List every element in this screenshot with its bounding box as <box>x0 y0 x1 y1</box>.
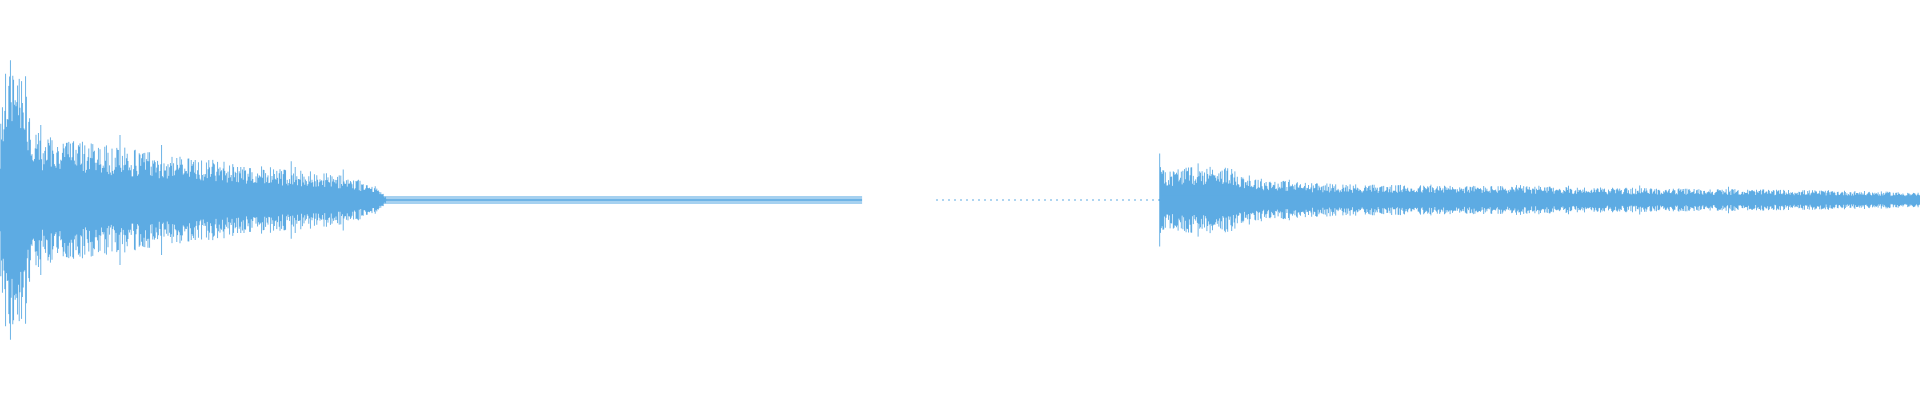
waveform-core-first-clip <box>0 196 863 204</box>
waveform-segments <box>0 60 1920 340</box>
waveform-segment-first-clip <box>0 60 863 340</box>
waveform-segment-silent-gap <box>936 199 1160 201</box>
waveform-samples-silent-gap <box>936 199 1160 201</box>
waveform-core-second-clip <box>1159 195 1920 205</box>
waveform-segment-second-clip <box>1159 153 1920 247</box>
